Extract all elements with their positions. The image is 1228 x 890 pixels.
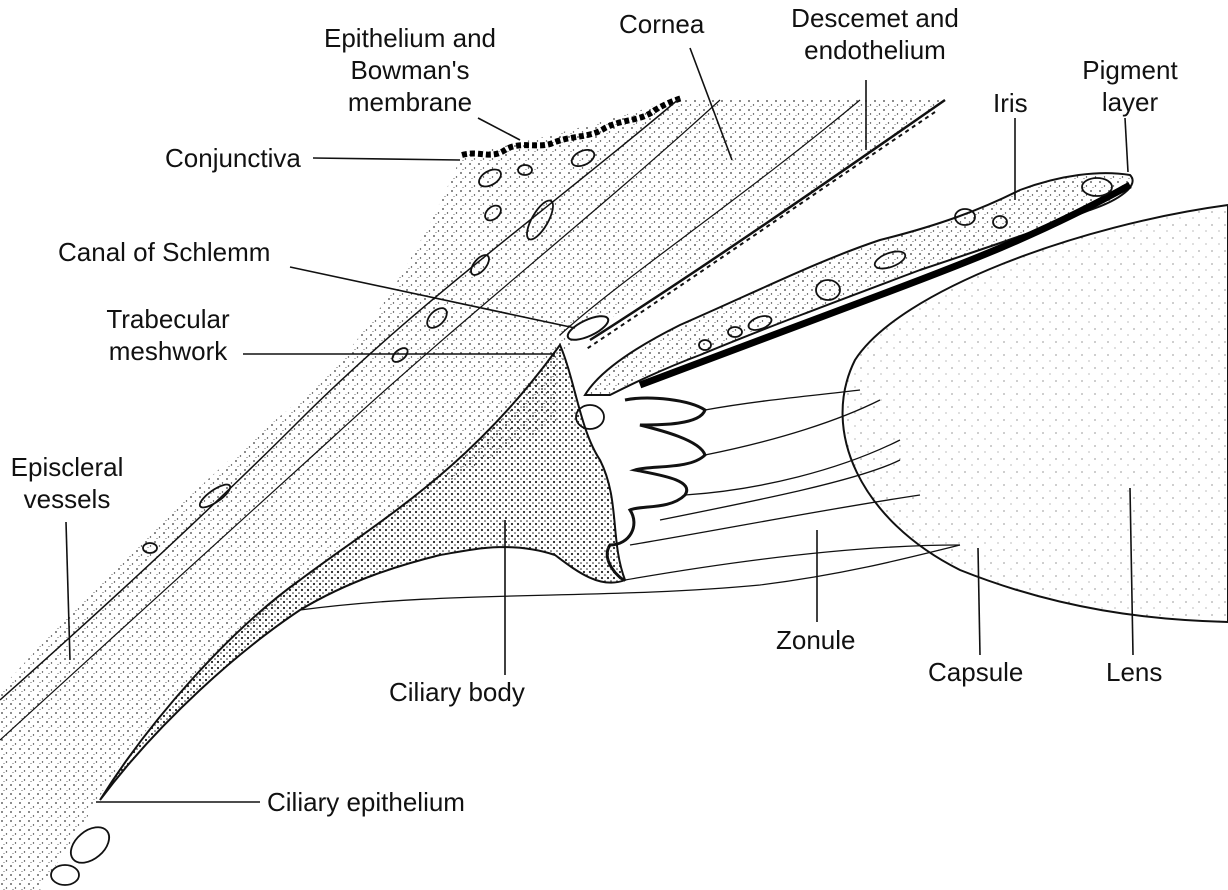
label-lens: Lens	[1106, 657, 1163, 687]
ciliary-body-shape	[99, 342, 627, 801]
sclera-line-1	[0, 97, 681, 701]
label-episcleral-vessels: Episcleral vessels	[10, 452, 124, 514]
label-conjunctiva: Conjunctiva	[165, 143, 301, 173]
leader-lens	[1129, 487, 1134, 656]
zonule-fiber-2	[704, 399, 881, 456]
label-cornea: Cornea	[619, 9, 705, 39]
zonule-fiber-3	[684, 439, 901, 496]
label-ciliary-epithelium: Ciliary epithelium	[267, 787, 465, 817]
label-ciliary-body: Ciliary body	[389, 677, 525, 707]
iris-shape	[583, 172, 1134, 396]
zonule-fiber-6	[299, 544, 961, 611]
zonule-fiber-4	[629, 494, 921, 546]
label-descemet: Descemet and endothelium	[791, 3, 959, 65]
label-capsule: Capsule	[928, 657, 1024, 687]
sclera-cornea-band	[0, 98, 945, 890]
canal-of-schlemm-shape	[566, 315, 610, 341]
endothelium-dashes	[584, 111, 936, 351]
label-zonule: Zonule	[776, 625, 856, 655]
descemet-membrane	[589, 98, 946, 342]
label-canal-of-schlemm: Canal of Schlemm	[58, 237, 271, 267]
label-iris: Iris	[993, 88, 1028, 118]
label-trabecular-meshwork: Trabecular meshwork	[106, 304, 230, 366]
sclera-line-2	[0, 99, 721, 741]
epithelium-layer	[461, 95, 683, 158]
zonule-fiber-1	[704, 389, 861, 411]
sclera-line-3	[559, 99, 861, 336]
label-epithelium-bowman: Epithelium and Bowman's membrane	[324, 23, 496, 117]
zonule-fiber-5	[624, 544, 961, 581]
episcleral-vessels-group	[50, 148, 1113, 886]
label-pigment-layer: Pigment layer	[1082, 55, 1178, 117]
zonule-fiber-7	[659, 459, 901, 521]
leader-lines	[65, 47, 1134, 803]
leader-pigment	[1124, 117, 1129, 173]
leader-episcleral	[65, 521, 71, 661]
leader-conjunctiva	[312, 157, 461, 161]
pigment-layer-band	[638, 181, 1132, 389]
leader-epithelium	[477, 117, 521, 141]
leader-canal	[289, 266, 576, 329]
leader-cornea	[689, 47, 733, 161]
lens-shape	[841, 203, 1228, 624]
ciliary-processes	[605, 396, 707, 582]
leader-capsule	[977, 547, 981, 656]
